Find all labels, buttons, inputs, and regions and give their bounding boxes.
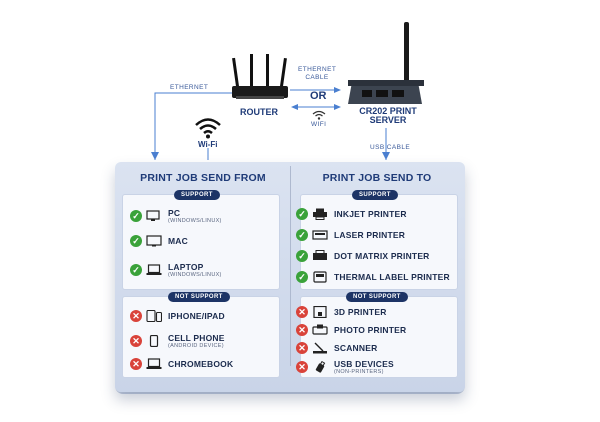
wifi-small-icon — [312, 110, 326, 120]
or-label: OR — [310, 90, 327, 102]
wifi-label: Wi-Fi — [198, 140, 218, 149]
print-server-icon — [348, 22, 424, 104]
router-icon — [232, 54, 288, 99]
right-not-support-pill: NOT SUPPORT — [346, 292, 408, 302]
list-item: ✓ DOT MATRIX PRINTER — [296, 250, 430, 262]
tablet-icon — [146, 310, 162, 322]
list-item: ✓ INKJET PRINTER — [296, 208, 407, 220]
monitor-icon — [146, 235, 162, 247]
cross-icon: ✕ — [130, 335, 142, 347]
laptop-icon — [146, 264, 162, 275]
chromebook-icon — [146, 358, 162, 369]
ethernet-cable-label: ETHERNET CABLE — [298, 66, 337, 81]
usb-cable-label: USB CABLE — [370, 144, 411, 151]
right-column-header: PRINT JOB SEND TO — [322, 172, 432, 184]
panel-divider — [290, 166, 291, 366]
inkjet-printer-icon — [313, 208, 327, 220]
photo-printer-icon — [312, 324, 328, 335]
3d-printer-icon — [313, 306, 327, 318]
ethernet-label: ETHERNET — [170, 84, 209, 91]
cross-icon: ✕ — [296, 342, 308, 354]
list-item: ✓ THERMAL LABEL PRINTER — [296, 271, 450, 283]
check-icon: ✓ — [130, 210, 142, 222]
cross-icon: ✕ — [296, 361, 308, 373]
check-icon: ✓ — [296, 250, 308, 262]
list-item: ✓ LAPTOP(WINDOWS/LINUX) — [130, 262, 222, 278]
list-item: ✕ PHOTO PRINTER — [296, 324, 406, 336]
list-item: ✕ CELL PHONE(ANDROID DEVICE) — [130, 333, 225, 349]
list-item: ✕ 3D PRINTER — [296, 306, 387, 318]
server-label: CR202 PRINT SERVER — [359, 106, 417, 125]
cross-icon: ✕ — [296, 324, 308, 336]
list-item: ✕ CHROMEBOOK — [130, 358, 233, 370]
cross-icon: ✕ — [296, 306, 308, 318]
router-label: ROUTER — [240, 107, 278, 117]
cross-icon: ✕ — [130, 310, 142, 322]
check-icon: ✓ — [296, 208, 308, 220]
list-item: ✓ LASER PRINTER — [296, 229, 405, 241]
desktop-icon — [146, 210, 160, 221]
usb-icon — [315, 361, 326, 373]
laser-printer-icon — [312, 230, 328, 240]
phone-icon — [149, 335, 159, 347]
check-icon: ✓ — [130, 235, 142, 247]
dot-matrix-printer-icon — [313, 250, 327, 260]
check-icon: ✓ — [296, 229, 308, 241]
list-item: ✓ PC(WINDOWS/LINUX) — [130, 208, 222, 224]
left-not-support-pill: NOT SUPPORT — [168, 292, 230, 302]
label-printer-icon — [313, 271, 327, 283]
wifi-small-label: WIFI — [311, 121, 327, 128]
list-item: ✓ MAC — [130, 235, 188, 247]
scanner-icon — [313, 342, 327, 354]
wifi-icon — [195, 118, 221, 139]
list-item: ✕ IPHONE/IPAD — [130, 310, 225, 322]
left-column-header: PRINT JOB SEND FROM — [140, 172, 266, 184]
check-icon: ✓ — [296, 271, 308, 283]
check-icon: ✓ — [130, 264, 142, 276]
list-item: ✕ USB DEVICES(NON-PRINTERS) — [296, 359, 394, 375]
connection-lines — [151, 87, 390, 160]
cross-icon: ✕ — [130, 358, 142, 370]
left-support-pill: SUPPORT — [174, 190, 220, 200]
list-item: ✕ SCANNER — [296, 342, 377, 354]
right-support-pill: SUPPORT — [352, 190, 398, 200]
